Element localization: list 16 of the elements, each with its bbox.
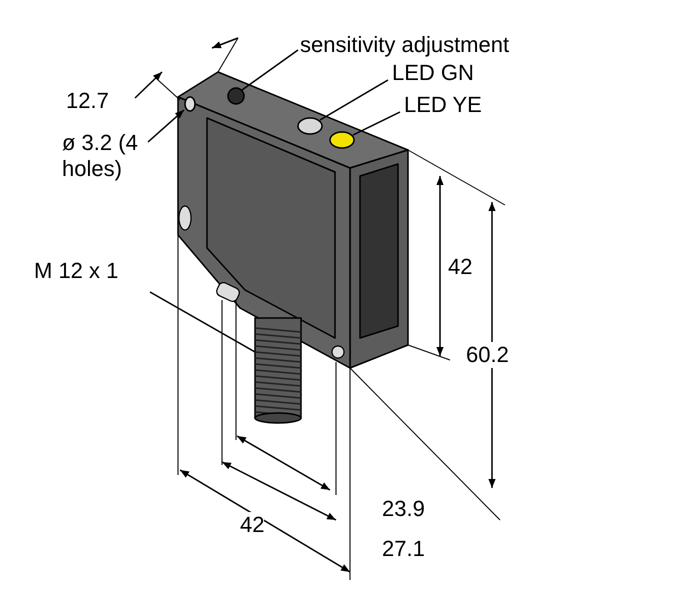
- leader-line: [148, 109, 184, 143]
- mounting-hole: [184, 96, 196, 112]
- leader-line: [242, 49, 298, 91]
- callout-label: LED YE: [404, 92, 482, 118]
- led-lamp: [329, 131, 355, 149]
- connector: [254, 317, 302, 424]
- leader-line: [150, 291, 256, 353]
- callout-label: LED GN: [392, 60, 474, 86]
- led-lamp: [297, 117, 323, 135]
- leader-line: [320, 79, 388, 121]
- dimension-label: 60.2: [466, 342, 509, 368]
- callout-label: ø 3.2 (4 holes): [62, 130, 158, 182]
- adjustment-hole: [227, 87, 245, 105]
- callout-label: sensitivity adjustment: [300, 32, 510, 58]
- callout-label: M 12 x 1: [34, 258, 118, 284]
- leader-line: [352, 111, 400, 136]
